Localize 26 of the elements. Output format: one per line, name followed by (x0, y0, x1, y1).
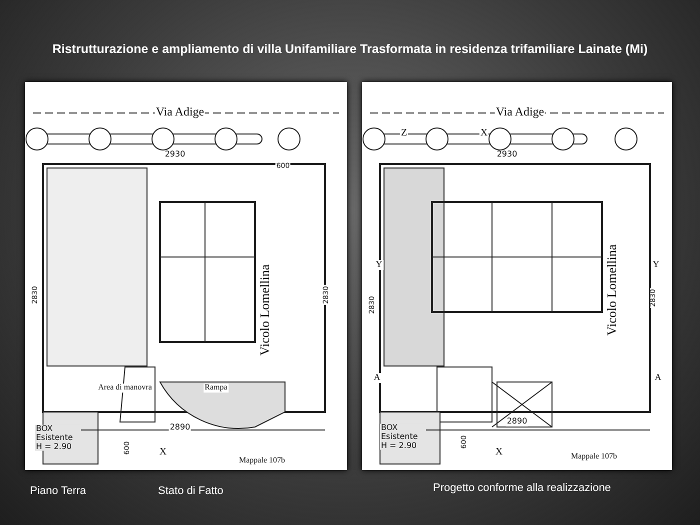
street-name: Vicolo Lomellina (604, 243, 620, 337)
title: Ristrutturazione e ampliamento di villa Unifamiliare Trasformata in residenza trifamiliare Lainate (Mi) (51, 42, 649, 56)
dimension-label: 2930 (164, 150, 186, 160)
area-label: Area di manovra (97, 384, 153, 392)
section-marker: X (479, 128, 489, 138)
section-marker: X (494, 446, 504, 458)
caption: Progetto conforme alla realizzazione (433, 482, 611, 494)
section-marker: Y (374, 260, 384, 270)
parcel-label: Mappale 107b (570, 452, 618, 462)
street-name: Via Adige (154, 105, 206, 119)
section-marker: A (372, 373, 382, 383)
section-marker: Z (400, 128, 408, 138)
caption: Stato di Fatto (158, 485, 224, 497)
room-label: BOX Esistente H = 2.90 (35, 424, 81, 452)
dimension-label: 2890 (168, 424, 192, 432)
section-marker: Y (652, 260, 660, 270)
caption: Piano Terra (30, 485, 86, 497)
street-name: Vicolo Lomellina (258, 263, 272, 357)
dimension-label: 2890 (506, 418, 528, 426)
section-marker: A (654, 373, 662, 383)
section-marker: X (158, 446, 168, 458)
room-label: BOX Esistente H = 2.90 (380, 424, 426, 450)
street-name: Via Adige (494, 105, 546, 119)
dimension-label: 2930 (496, 150, 518, 160)
parcel-label: Mappale 107b (238, 456, 286, 466)
area-label: Rampa (204, 384, 228, 392)
